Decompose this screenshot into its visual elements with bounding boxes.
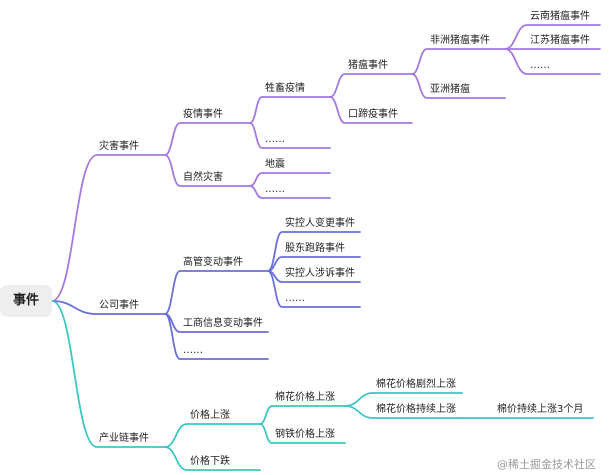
node-epidemic-events[interactable]: 疫情事件 (183, 109, 223, 120)
node-cotton-sustained-rise[interactable]: 棉花价格持续上涨 (376, 404, 456, 415)
node-swine-fever-events[interactable]: 猪瘟事件 (348, 60, 388, 71)
edge-industry-price-down (164, 446, 261, 471)
node-cotton-rise-3-months[interactable]: 棉价持续上涨3个月 (497, 404, 584, 415)
node-controller-lawsuit[interactable]: 实控人涉诉事件 (285, 268, 355, 279)
mindmap-edges (51, 24, 601, 471)
edge-industry-price-up (164, 423, 261, 448)
node-cotton-price-rise[interactable]: 棉花价格上涨 (275, 392, 335, 403)
node-controller-change[interactable]: 实控人变更事件 (285, 218, 355, 229)
edge-livestock-swine (329, 73, 413, 98)
edge-cotton-sustained (344, 405, 463, 419)
node-price-fall[interactable]: 价格下跌 (190, 456, 230, 467)
node-asian-swine-fever[interactable]: 亚洲猪瘟 (430, 84, 470, 95)
node-exec-change-events[interactable]: 高管变动事件 (183, 257, 243, 268)
node-natural-more[interactable]: …… (265, 184, 285, 195)
node-jiangsu-swine-fever[interactable]: 江苏猪瘟事件 (530, 35, 590, 46)
edge-root-disaster (51, 154, 166, 302)
node-cotton-sharp-rise[interactable]: 棉花价格剧烈上涨 (376, 379, 456, 390)
node-yunnan-swine-fever[interactable]: 云南猪瘟事件 (530, 11, 590, 22)
node-business-info-change[interactable]: 工商信息变动事件 (183, 318, 263, 329)
node-exec-more[interactable]: …… (285, 293, 305, 304)
edge-swine-african (411, 48, 506, 75)
edge-epidemic-more (249, 122, 331, 149)
edge-priceup-cotton (259, 405, 346, 425)
node-natural-disasters[interactable]: 自然灾害 (183, 172, 223, 183)
node-foot-mouth-events[interactable]: 口蹄疫事件 (348, 109, 398, 120)
node-african-more[interactable]: …… (530, 60, 550, 71)
root-node-box (0, 285, 52, 317)
node-disaster-events[interactable]: 灾害事件 (99, 141, 139, 152)
node-price-rise[interactable]: 价格上涨 (190, 410, 230, 421)
edge-epidemic-livestock (249, 96, 331, 124)
edge-african-more (504, 48, 601, 75)
node-livestock-epidemic[interactable]: 牲畜疫情 (265, 83, 305, 94)
node-african-swine-fever[interactable]: 非洲猪瘟事件 (430, 35, 490, 46)
edge-company-more (164, 313, 269, 360)
node-company-more[interactable]: …… (183, 345, 203, 356)
node-shareholder-flee[interactable]: 股东跑路事件 (285, 243, 345, 254)
edge-root-company (51, 300, 166, 315)
node-company-events[interactable]: 公司事件 (99, 300, 139, 311)
node-epidemic-more[interactable]: …… (265, 134, 285, 145)
node-earthquake[interactable]: 地震 (265, 159, 285, 170)
edge-disaster-natural (164, 154, 251, 187)
watermark-text: @稀土掘金技术社区 (497, 458, 596, 471)
node-industry-chain-events[interactable]: 产业链事件 (99, 433, 149, 444)
edge-company-exec (164, 270, 269, 315)
node-steel-price-rise[interactable]: 钢铁价格上涨 (275, 429, 335, 440)
edge-livestock-fmd (329, 96, 413, 124)
edge-swine-asian (411, 73, 506, 99)
edge-disaster-epidemic (164, 122, 251, 156)
edge-priceup-steel (259, 423, 346, 444)
edge-natural-more (249, 185, 331, 199)
edge-root-industry (51, 300, 166, 448)
edge-exec-more (267, 270, 361, 308)
edge-natural-earthquake (249, 172, 331, 187)
root-node[interactable]: 事件 (12, 293, 39, 308)
